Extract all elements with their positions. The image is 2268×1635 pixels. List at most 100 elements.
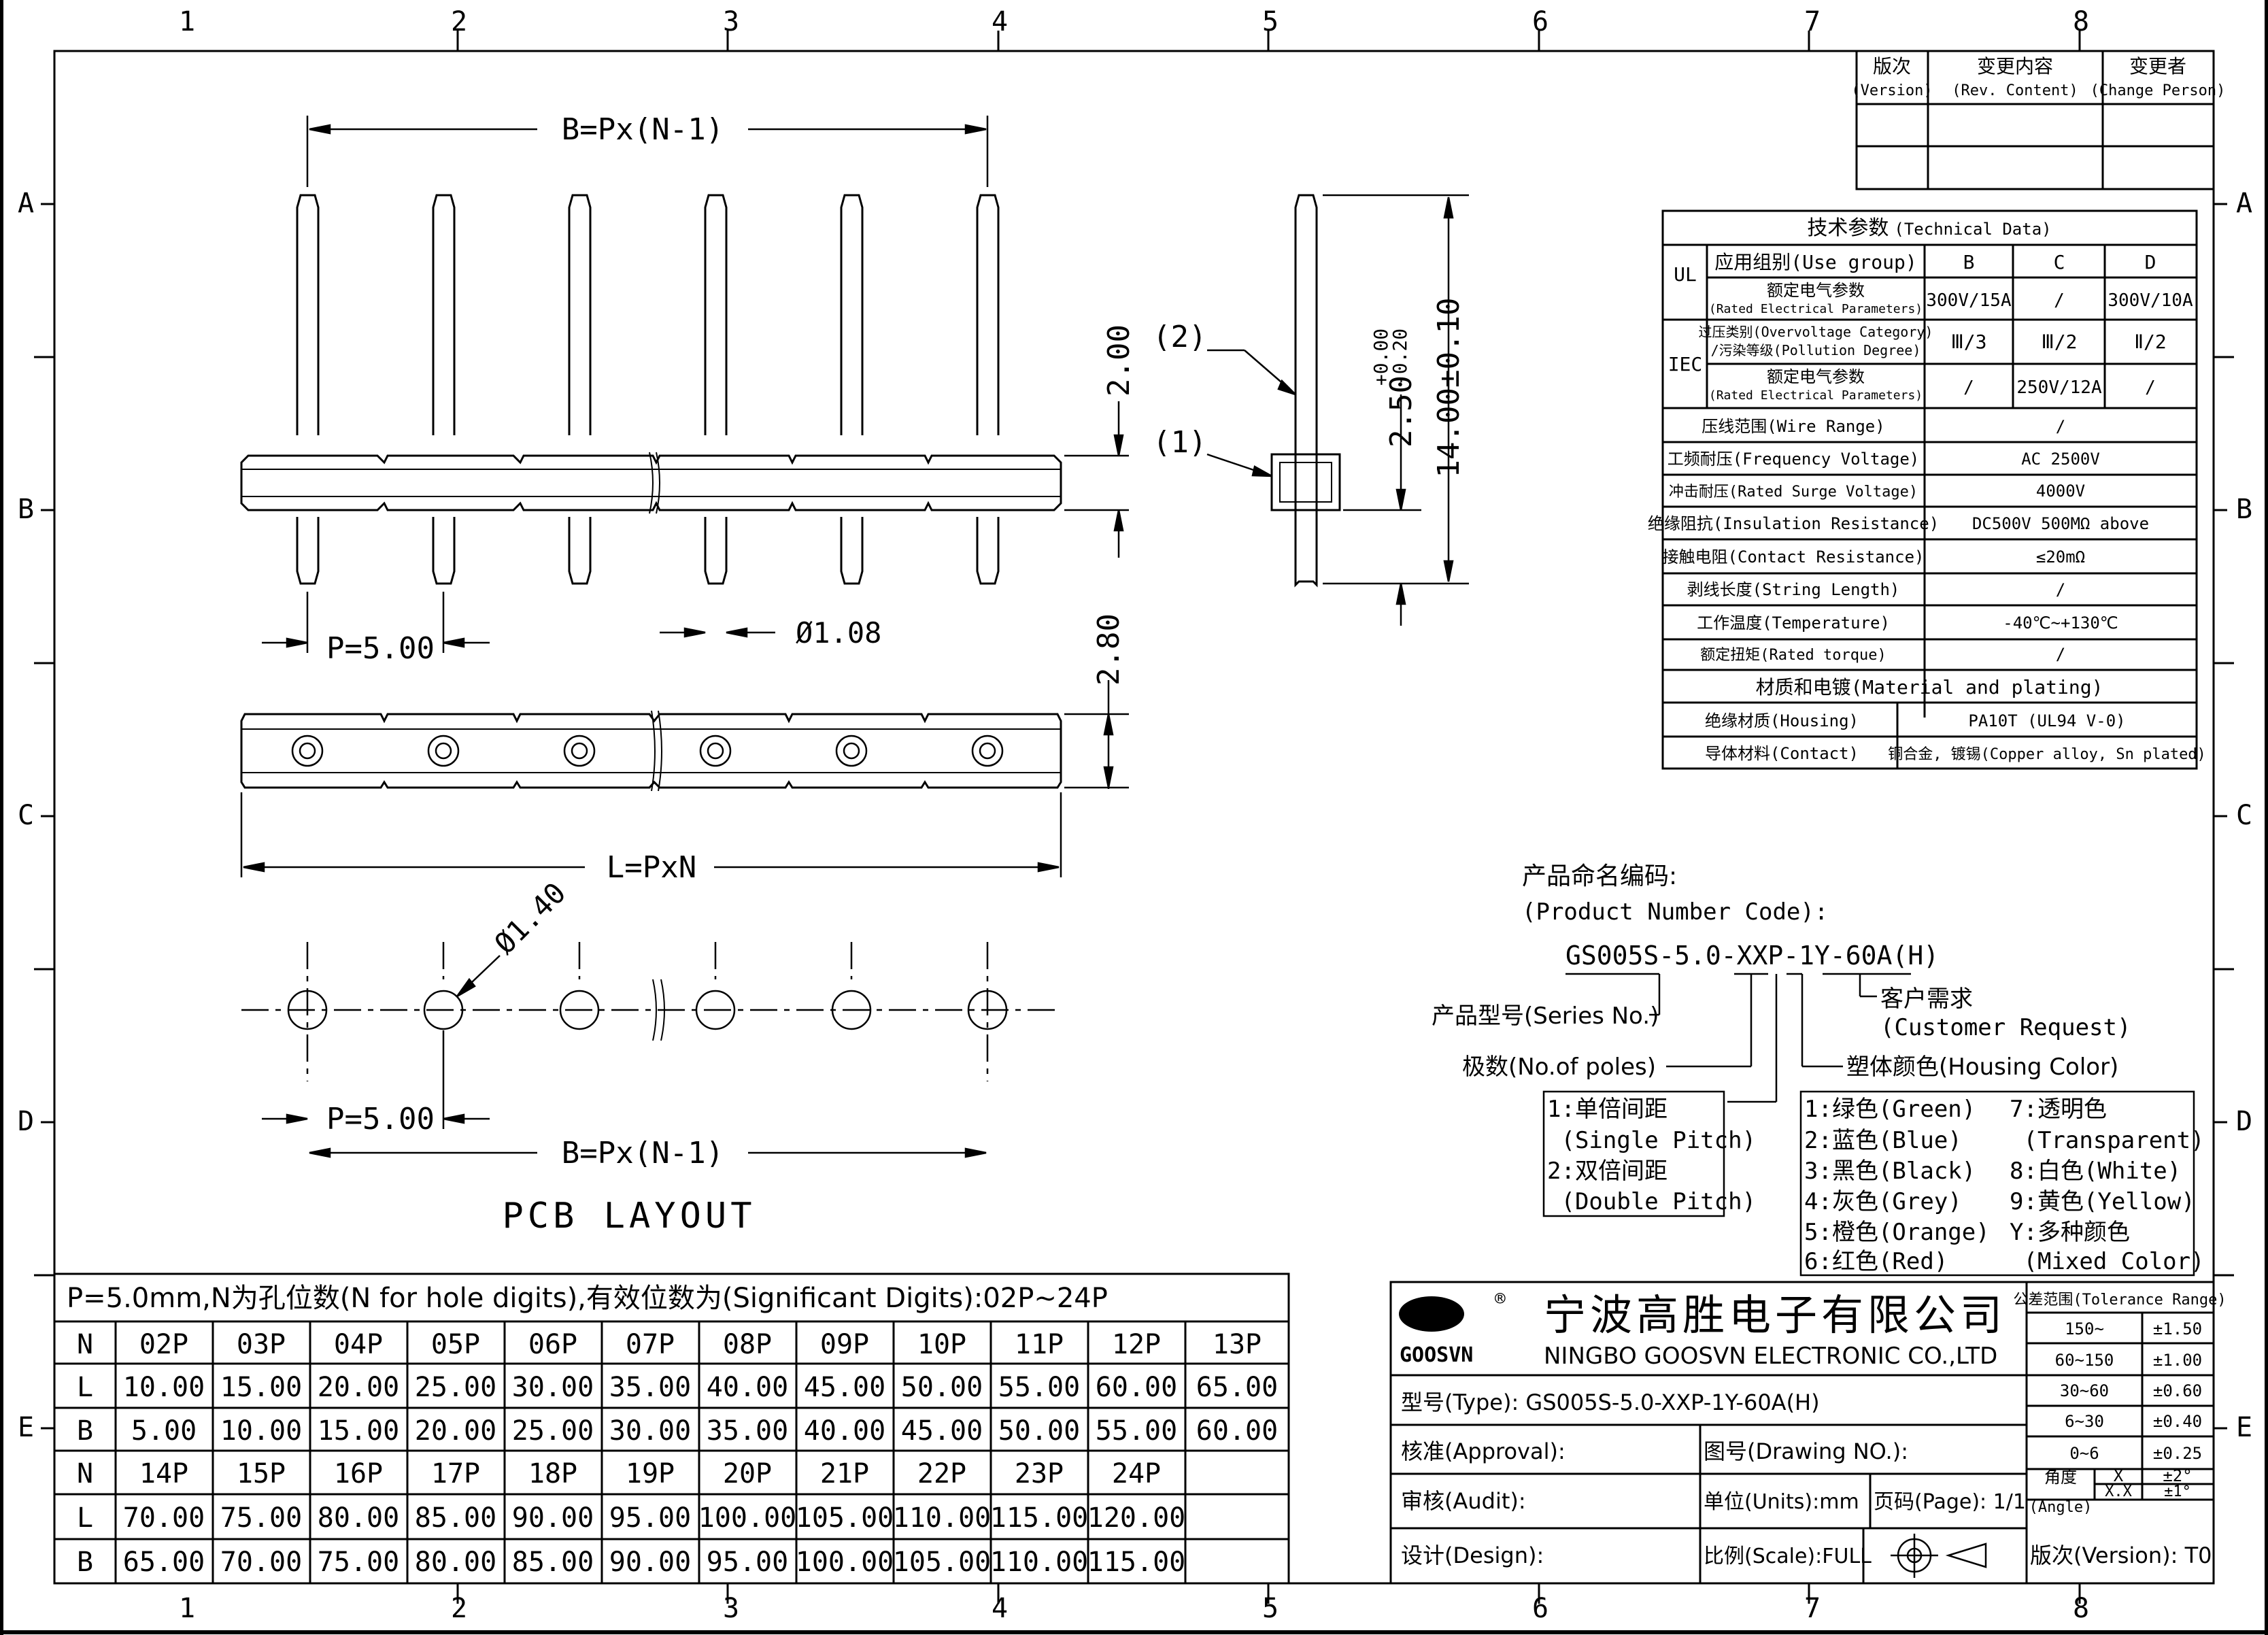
poles-label: 极数(No.of poles)	[1462, 1054, 1656, 1081]
zone-row-label: A	[2236, 188, 2252, 219]
size-cell: B	[77, 1547, 93, 1578]
zone-row-label: E	[18, 1412, 34, 1443]
size-cell: 18P	[528, 1458, 577, 1489]
callout-2-label: (2)	[1153, 320, 1206, 354]
tech-iec-label: IEC	[1668, 353, 1703, 375]
pcb-dim-pitch	[262, 1030, 490, 1129]
tech-iec-rated-cn: 额定电气参数	[1767, 367, 1865, 386]
tech-overvoltage: 过压类别(Overvoltage Category)	[1699, 324, 1933, 340]
l-formula-label: L=PxN	[607, 850, 696, 885]
pitch-options-box	[1542, 1090, 1725, 1217]
size-cell: 85.00	[512, 1547, 594, 1578]
size-cell: 15.00	[220, 1372, 302, 1403]
zone-col-label: 7	[1804, 1593, 1821, 1624]
size-cell: 65.00	[123, 1547, 205, 1578]
size-cell: 120.00	[1087, 1502, 1186, 1534]
color-option: 3:黑色(Black)	[1804, 1158, 1976, 1185]
size-cell: 35.00	[707, 1415, 788, 1447]
size-cell: N	[77, 1458, 93, 1489]
b-formula-label: B=Px(N-1)	[562, 112, 724, 147]
dim-l	[240, 792, 1062, 877]
size-cell: 5.00	[131, 1415, 197, 1447]
revision-person-label: 变更者	[2129, 55, 2186, 78]
tolerance-title: 公差范围(Tolerance Range)	[2013, 1292, 2226, 1309]
color-option: (Mixed Color)	[2010, 1248, 2205, 1275]
zone-col-label: 5	[1262, 6, 1279, 37]
pin-diameter-label: Ø1.08	[796, 616, 881, 650]
tolerance-value: ±1.00	[2153, 1351, 2202, 1370]
zone-labels: 1 2 3 4 5 6 7 8 1 2 3 4 5 6 7 8 A B C D …	[18, 6, 2252, 1624]
color-options-box	[1799, 1090, 2195, 1277]
dim-2-50-tol-up: +0.00	[1370, 328, 1392, 386]
size-cell: 80.00	[415, 1547, 496, 1578]
zone-col-label: 6	[1532, 6, 1548, 37]
size-cell: 23P	[1015, 1458, 1064, 1489]
tech-material-title: 材质和电镀(Material and plating)	[1756, 676, 2103, 698]
zone-row-label: C	[2236, 800, 2252, 831]
size-cell: 90.00	[609, 1547, 691, 1578]
tolerance-angle-en: (Angle)	[2029, 1499, 2093, 1516]
tech-title: 技术参数(Technical Data)	[1807, 216, 2051, 240]
audit-label: 审核(Audit):	[1401, 1488, 1526, 1514]
pitch-option: (Single Pitch)	[1547, 1127, 1756, 1154]
tech-contact-value: 铜合金, 镀锡(Copper alloy, Sn plated)	[1888, 746, 2206, 763]
tech-ul-c: /	[2054, 290, 2065, 311]
tech-contact-label: 导体材料(Contact)	[1705, 744, 1859, 763]
dim-b-top	[306, 116, 989, 187]
page-label: 页码(Page): 1/1	[1874, 1490, 2026, 1514]
zone-col-label: 2	[451, 6, 467, 37]
size-cell: 95.00	[707, 1547, 788, 1578]
size-cell: 10.00	[123, 1372, 205, 1403]
color-option: 1:绿色(Green)	[1804, 1096, 1976, 1123]
color-option: 9:黄色(Yellow)	[2010, 1188, 2195, 1215]
tech-row-label: 额定扭矩(Rated torque)	[1700, 647, 1886, 664]
title-block: ® GOOSVN 宁波高胜电子有限公司 NINGBO GOOSVN ELECTR…	[1389, 1281, 2227, 1585]
zone-col-label: 4	[992, 1593, 1008, 1624]
size-cell: 75.00	[318, 1547, 399, 1578]
customer-label-en: (Customer Request)	[1880, 1014, 2131, 1041]
tech-housing-value: PA10T (UL94 V-0)	[1968, 711, 2125, 730]
revision-content-label-en: (Rev. Content)	[1952, 82, 2078, 99]
tolerance-value: ±0.25	[2153, 1444, 2202, 1463]
zone-col-label: 4	[992, 6, 1008, 37]
revision-content-label: 变更内容	[1977, 55, 2053, 78]
size-cell: 05P	[431, 1329, 480, 1360]
size-cell: 14P	[139, 1458, 188, 1489]
tolerance-range: 150~	[2065, 1319, 2104, 1338]
size-cell: 95.00	[609, 1502, 691, 1534]
zone-col-label: 1	[179, 6, 195, 37]
zone-col-label: 8	[2073, 1593, 2089, 1624]
tech-row-value: /	[2056, 417, 2065, 436]
tech-row-label: 冲击耐压(Rated Surge Voltage)	[1669, 484, 1918, 501]
tolerance-angle: 角度	[2044, 1468, 2077, 1487]
color-option: 7:透明色	[2010, 1096, 2107, 1123]
size-cell: 03P	[237, 1329, 286, 1360]
company-name-cn: 宁波高胜电子有限公司	[1544, 1290, 2006, 1340]
logo-registered: ®	[1495, 1289, 1506, 1309]
size-cell: L	[77, 1502, 93, 1534]
dim-pin-diameter	[660, 627, 775, 638]
color-option: Y:多种颜色	[2010, 1219, 2130, 1246]
size-cell: 65.00	[1196, 1372, 1278, 1403]
pitch-options: 1:单倍间距 (Single Pitch) 2:双倍间距 (Double Pit…	[1547, 1096, 1756, 1215]
tech-ul-d: 300V/10A	[2108, 290, 2193, 311]
size-cell: 40.00	[804, 1415, 885, 1447]
dim-2-80-label: 2.80	[1091, 613, 1126, 686]
tolerance-table: 公差范围(Tolerance Range) 150~ ±1.50 60~150 …	[2013, 1292, 2226, 1516]
size-table-title: P=5.0mm,N为孔位数(N for hole digits),有效位数为(S…	[67, 1283, 1108, 1314]
revision-version-label-en: (Version)	[1851, 82, 1932, 99]
size-cell: L	[77, 1372, 93, 1403]
series-label: 产品型号(Series No.)	[1432, 1002, 1659, 1030]
size-cell: 15P	[237, 1458, 286, 1489]
size-cell: 12P	[1112, 1329, 1161, 1360]
size-cell: 22P	[917, 1458, 966, 1489]
tech-row-label: 接触电阻(Contact Resistance)	[1663, 547, 1925, 567]
size-cell: 10P	[917, 1329, 966, 1360]
zone-col-label: 5	[1262, 1593, 1279, 1624]
size-cell: 11P	[1015, 1329, 1064, 1360]
tolerance-value: ±0.40	[2153, 1412, 2202, 1431]
pitch-label: P=5.00	[326, 631, 435, 666]
dim-2-80	[1064, 680, 1129, 789]
tech-col-b: B	[1963, 251, 1975, 273]
